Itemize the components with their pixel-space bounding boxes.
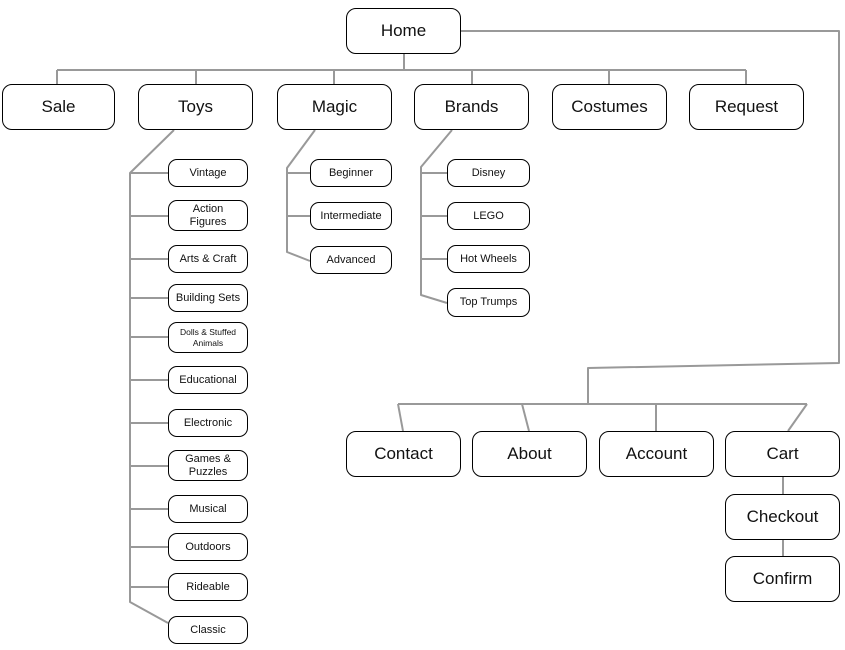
node-contact[interactable]: Contact [346,431,461,477]
node-checkout[interactable]: Checkout [725,494,840,540]
node-home[interactable]: Home [346,8,461,54]
node-electronic[interactable]: Electronic [168,409,248,437]
node-arts-craft[interactable]: Arts & Craft [168,245,248,273]
node-advanced[interactable]: Advanced [310,246,392,274]
node-top-trumps[interactable]: Top Trumps [447,288,530,317]
node-toys[interactable]: Toys [138,84,253,130]
edge-stub-cart [787,403,808,432]
edge-brands-trunk [420,129,453,304]
edge-stub-about [521,403,530,432]
node-sale[interactable]: Sale [2,84,115,130]
node-beginner[interactable]: Beginner [310,159,392,187]
node-rideable[interactable]: Rideable [168,573,248,601]
node-about[interactable]: About [472,431,587,477]
node-educational[interactable]: Educational [168,366,248,394]
node-magic[interactable]: Magic [277,84,392,130]
node-hot-wheels[interactable]: Hot Wheels [447,245,530,273]
node-lego[interactable]: LEGO [447,202,530,230]
node-account[interactable]: Account [599,431,714,477]
node-request[interactable]: Request [689,84,804,130]
node-dolls-stuffed-animals[interactable]: Dolls & Stuffed Animals [168,322,248,353]
node-action-figures[interactable]: Action Figures [168,200,248,231]
edge-toys-trunk [129,129,175,624]
node-disney[interactable]: Disney [447,159,530,187]
edge-magic-trunk [286,129,316,262]
node-costumes[interactable]: Costumes [552,84,667,130]
node-vintage[interactable]: Vintage [168,159,248,187]
edge-stub-contact [397,403,404,432]
node-games-puzzles[interactable]: Games & Puzzles [168,450,248,481]
node-classic[interactable]: Classic [168,616,248,644]
node-musical[interactable]: Musical [168,495,248,523]
node-brands[interactable]: Brands [414,84,529,130]
node-building-sets[interactable]: Building Sets [168,284,248,312]
node-cart[interactable]: Cart [725,431,840,477]
node-outdoors[interactable]: Outdoors [168,533,248,561]
edge-home-right-route [461,30,840,404]
node-intermediate[interactable]: Intermediate [310,202,392,230]
node-confirm[interactable]: Confirm [725,556,840,602]
